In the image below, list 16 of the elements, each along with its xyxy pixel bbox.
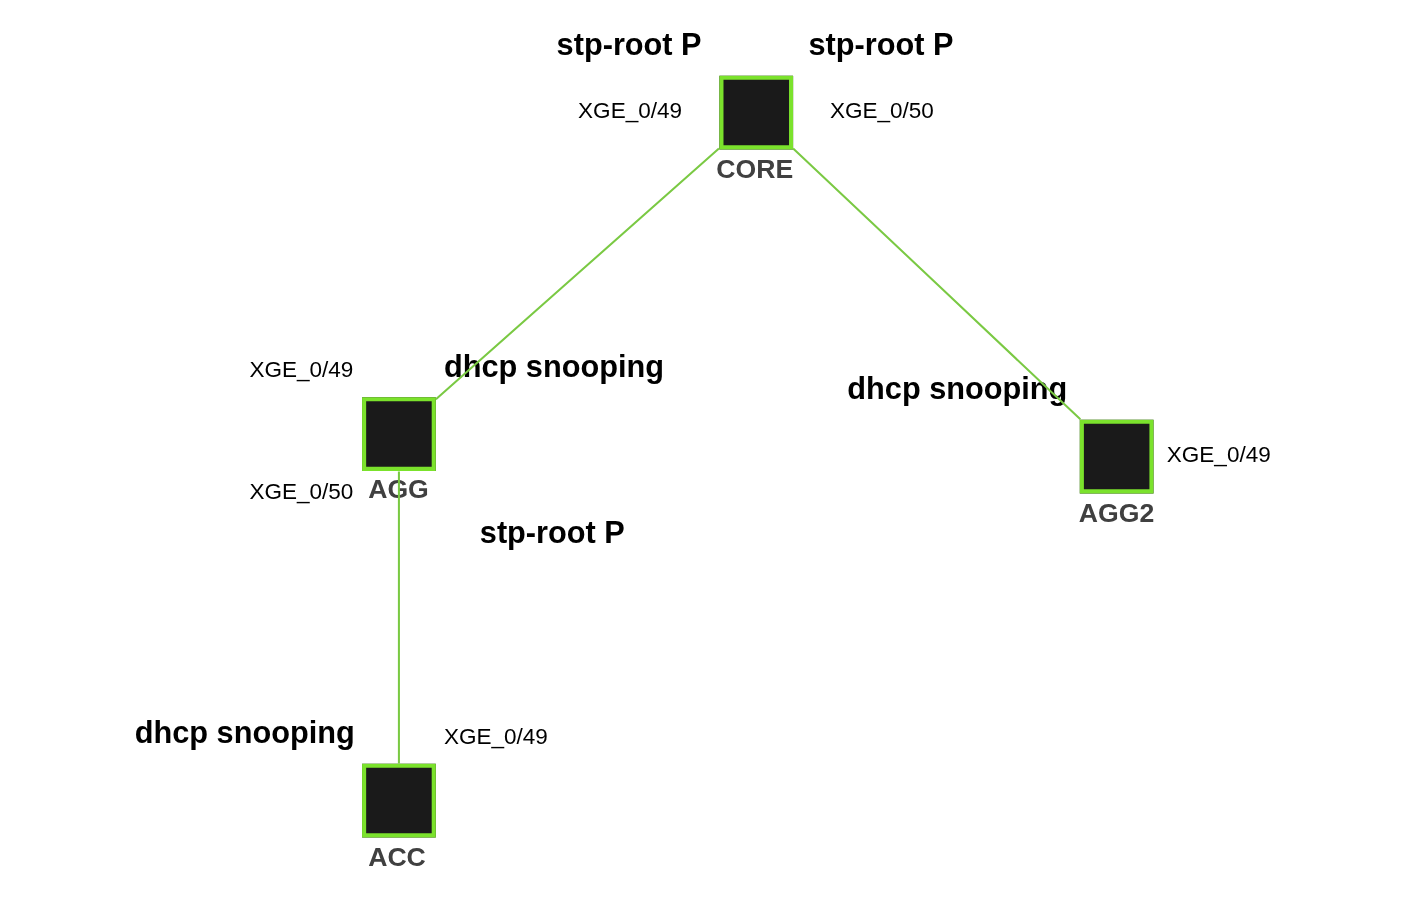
node-label: XGE_0/49 <box>1166 442 1271 468</box>
node-label: stp-root P <box>479 514 625 550</box>
node-label: XGE_0/50 <box>248 479 353 505</box>
connector <box>791 147 1081 421</box>
node-label: ACC <box>367 841 426 872</box>
node-label: stp-root P <box>556 27 702 63</box>
connector <box>434 147 720 400</box>
node-label: dhcp snooping <box>134 715 355 751</box>
node-label: XGE_0/49 <box>443 723 548 749</box>
node-label: AGG2 <box>1078 497 1154 528</box>
node-label: CORE <box>715 153 793 184</box>
node-label: XGE_0/49 <box>248 357 353 383</box>
node-label: stp-root P <box>807 27 953 63</box>
node-label: XGE_0/50 <box>829 98 934 124</box>
connector <box>397 471 400 764</box>
node-label: XGE_0/49 <box>577 98 682 124</box>
